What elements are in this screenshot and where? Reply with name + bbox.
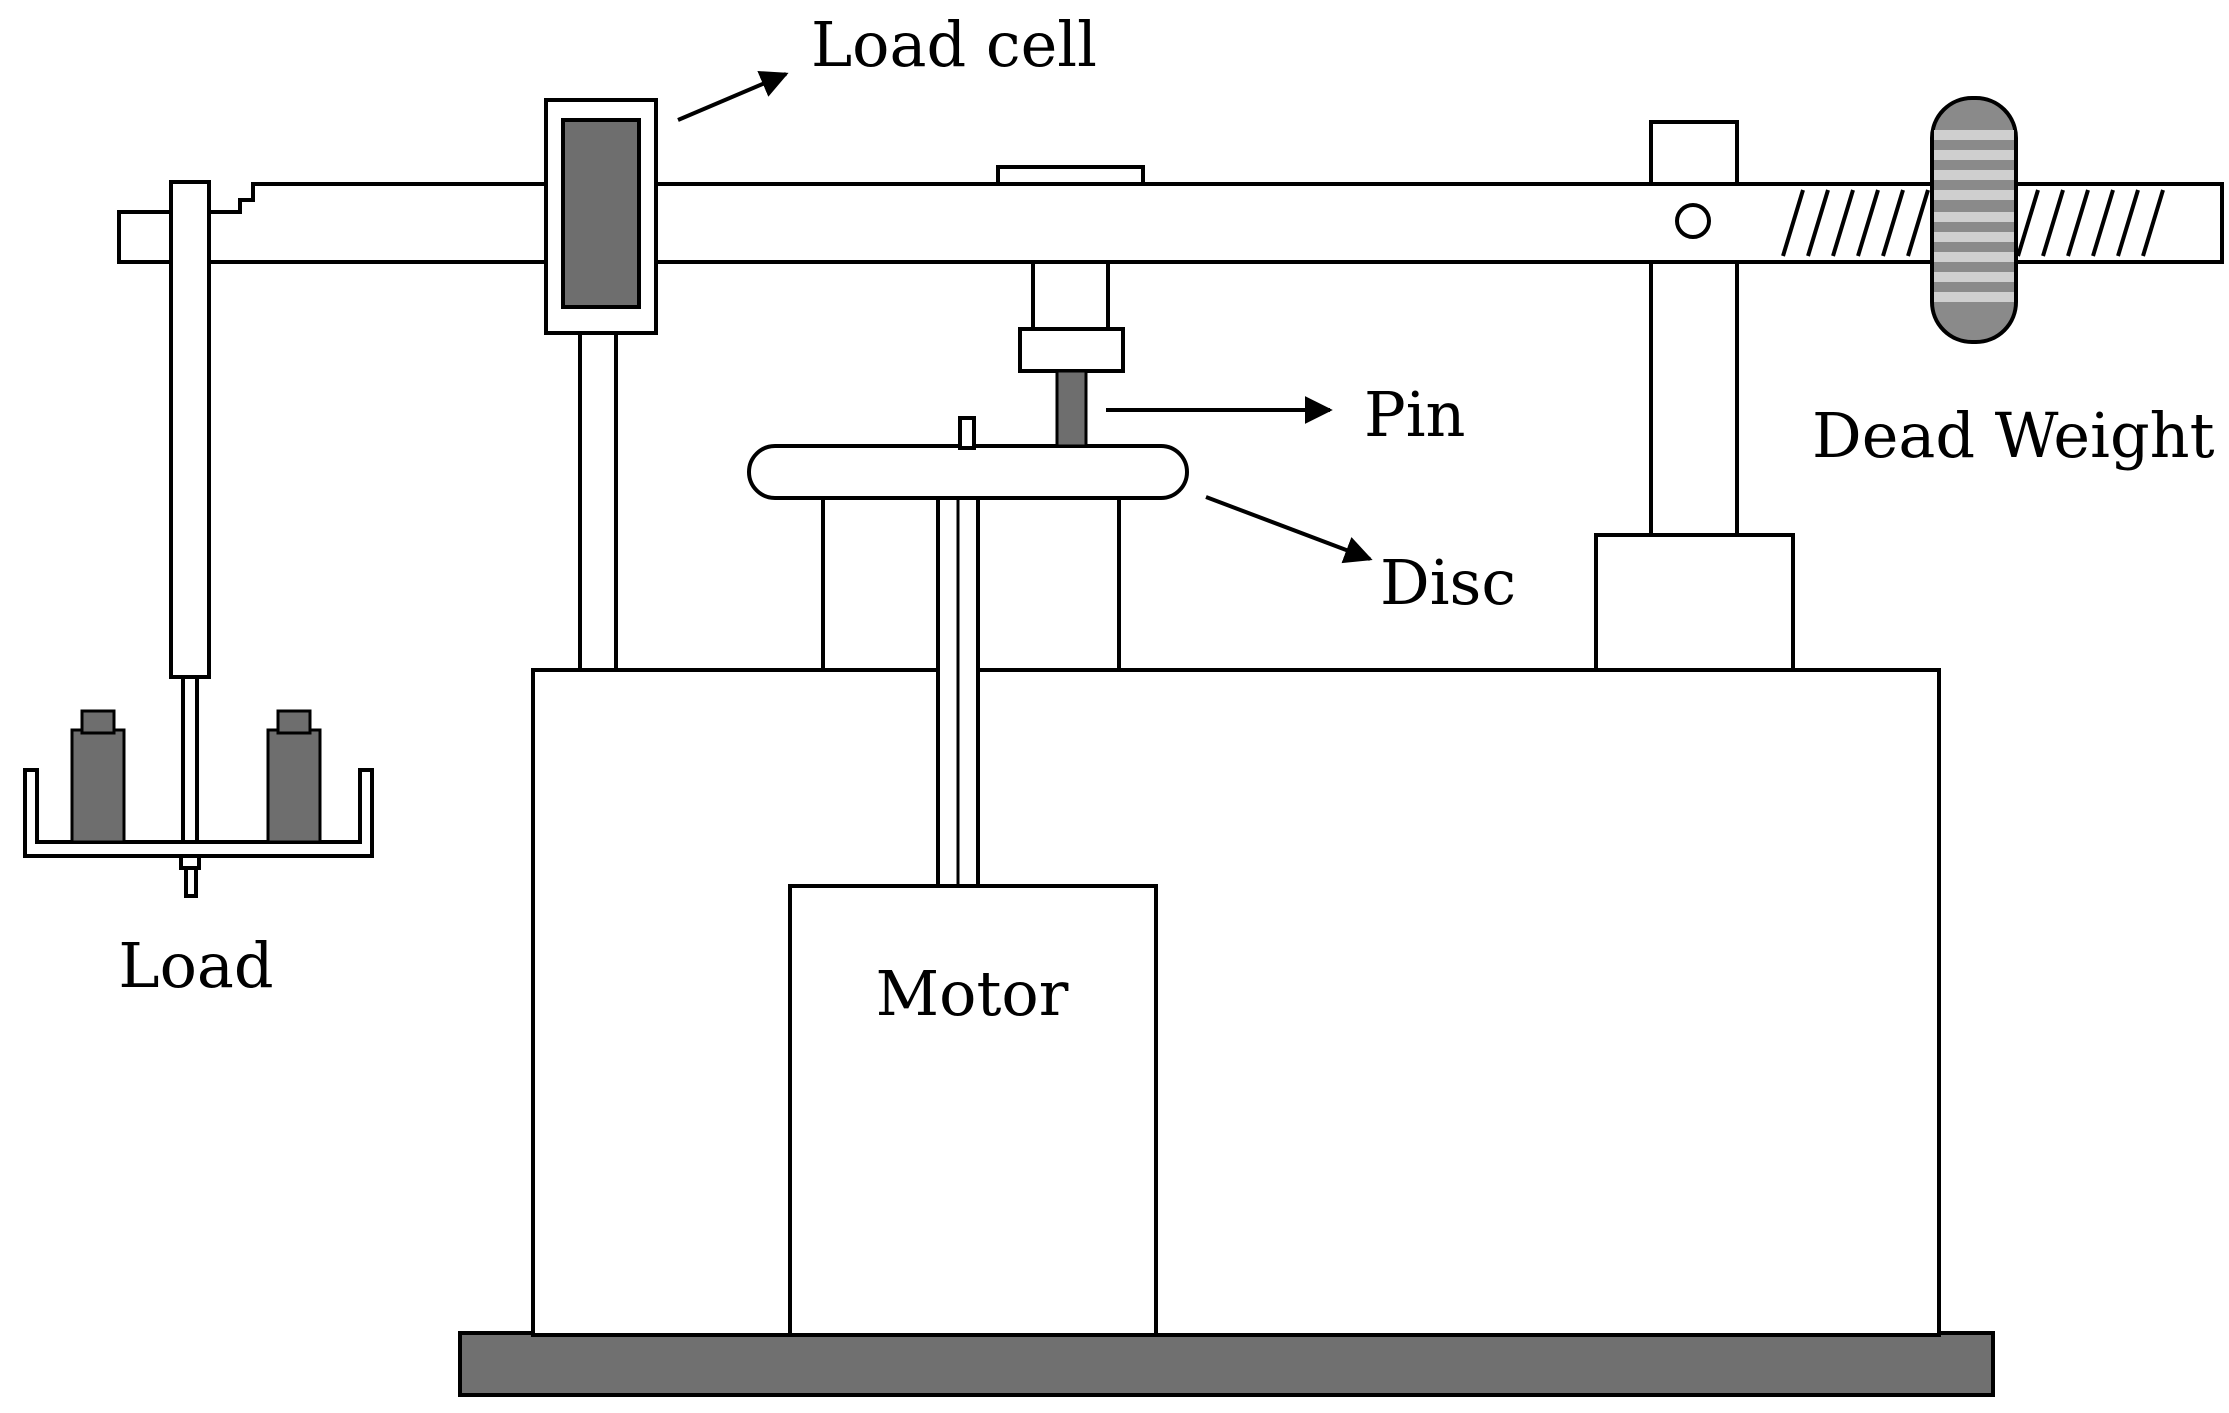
base-plate xyxy=(458,1331,1995,1397)
pin xyxy=(1055,369,1088,448)
load-weight-right xyxy=(266,709,322,844)
pin-label: Pin xyxy=(1364,378,1465,451)
main-housing xyxy=(531,668,1941,1337)
load-cell-arrow xyxy=(677,70,789,122)
disc xyxy=(747,416,1189,500)
load-cell-stem xyxy=(578,331,618,672)
disc-label: Disc xyxy=(1380,546,1516,619)
motor-label: Motor xyxy=(876,957,1069,1030)
loading-arm xyxy=(117,182,2224,264)
load-weight-left xyxy=(70,709,126,844)
load-hanger xyxy=(23,180,374,898)
disc-arrow xyxy=(1205,495,1373,564)
threaded-section xyxy=(1781,189,2165,257)
dead-weight-label: Dead Weight xyxy=(1812,399,2215,472)
pivot-hole xyxy=(1675,203,1711,239)
load-cell xyxy=(544,98,658,335)
motor: Motor xyxy=(788,884,1158,1337)
load-label: Load xyxy=(118,929,273,1002)
motor-shaft xyxy=(936,488,980,888)
dead-weight xyxy=(1930,96,2018,344)
load-cell-label: Load cell xyxy=(811,8,1097,81)
